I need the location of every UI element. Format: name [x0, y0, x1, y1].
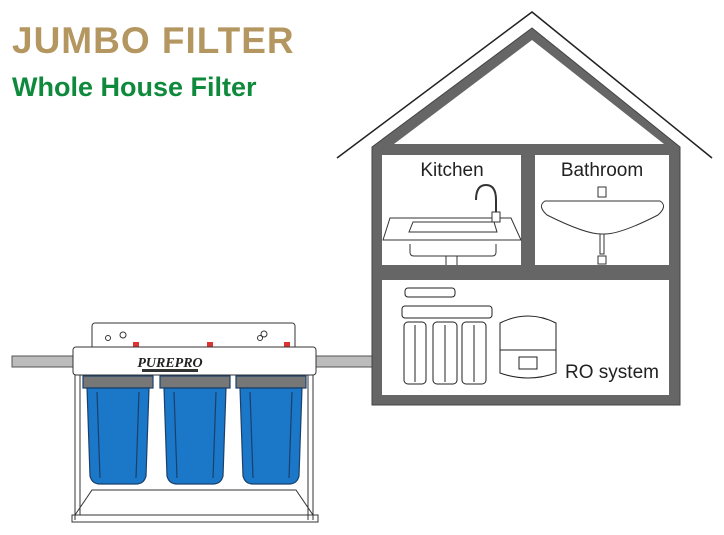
kitchen-room [382, 155, 521, 265]
purepro-logo: PUREPRO [137, 356, 202, 371]
brand-title: JUMBO FILTER [12, 20, 295, 61]
blue-filter-housings [82, 375, 307, 485]
room-label-kitchen: Kitchen [420, 160, 483, 181]
house: Kitchen Bathroom RO system [336, 11, 713, 406]
product-subtitle: Whole House Filter [12, 72, 257, 102]
roof-line [336, 11, 713, 159]
ro-system-icon [401, 287, 557, 385]
bathroom-basin-icon [541, 186, 664, 265]
attic [394, 40, 664, 144]
kitchen-sink-icon [382, 183, 522, 265]
jumbo-filter-unit: PUREPRO [71, 322, 319, 523]
filter-head [72, 346, 317, 376]
stand-frame [71, 375, 319, 523]
room-label-ro-system: RO system [565, 362, 659, 383]
room-label-bathroom: Bathroom [561, 160, 643, 181]
